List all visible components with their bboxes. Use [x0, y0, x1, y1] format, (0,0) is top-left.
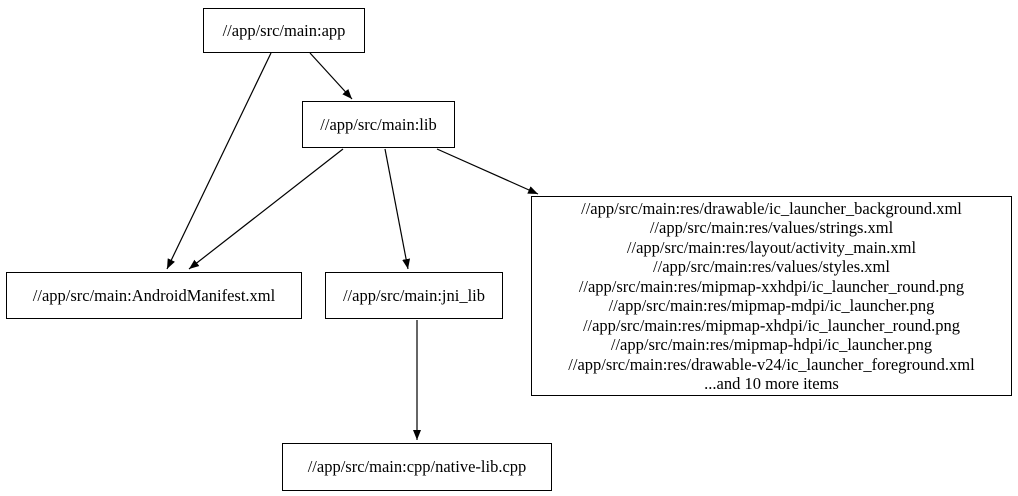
node-label: //app/src/main:res/drawable/ic_launcher_…	[581, 198, 962, 218]
node-label: //app/src/main:res/values/strings.xml	[649, 218, 894, 237]
edge-app-to-lib	[309, 52, 353, 100]
node-label: //app/src/main:lib	[320, 114, 437, 134]
node-label: //app/src/main:res/drawable-v24/ic_launc…	[568, 354, 975, 374]
node-label: //app/src/main:res/values/styles.xml	[653, 257, 890, 276]
node-label: //app/src/main:app	[222, 20, 346, 40]
edge-lib-to-res-files	[436, 148, 539, 195]
graph-node-res-files: //app/src/main:res/drawable/ic_launcher_…	[531, 196, 1012, 396]
edge-lib-to-android-manifest	[188, 148, 344, 270]
graph-node-jni-lib: //app/src/main:jni_lib	[325, 272, 503, 319]
node-label: //app/src/main:res/mipmap-mdpi/ic_launch…	[608, 296, 935, 315]
node-label: //app/src/main:res/mipmap-xhdpi/ic_launc…	[582, 315, 961, 335]
node-label: //app/src/main:res/layout/activity_main.…	[626, 237, 917, 257]
edge-lib-to-jni-lib	[384, 148, 411, 270]
node-label: //app/src/main:jni_lib	[342, 285, 486, 305]
graph-node-app: //app/src/main:app	[203, 8, 365, 53]
node-label: ...and 10 more items	[704, 374, 839, 393]
node-label: //app/src/main:cpp/native-lib.cpp	[307, 457, 527, 477]
node-label: //app/src/main:AndroidManifest.xml	[32, 285, 276, 305]
graph-node-android-manifest: //app/src/main:AndroidManifest.xml	[6, 272, 302, 319]
graph-node-native-lib-cpp: //app/src/main:cpp/native-lib.cpp	[282, 443, 552, 491]
node-label: //app/src/main:res/mipmap-hdpi/ic_launch…	[610, 335, 933, 354]
node-label: //app/src/main:res/mipmap-xxhdpi/ic_laun…	[578, 276, 965, 296]
graph-node-lib: //app/src/main:lib	[302, 101, 455, 148]
edge-app-to-android-manifest	[166, 52, 272, 270]
